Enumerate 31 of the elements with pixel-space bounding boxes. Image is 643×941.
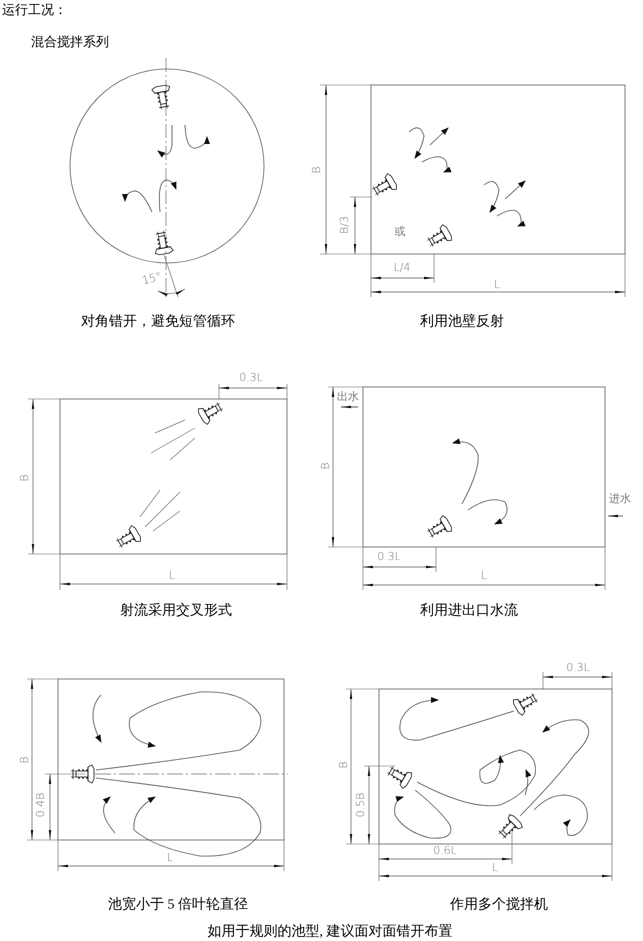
dimension-label: 0.6L — [433, 844, 457, 858]
dimension-label: 0.3L — [566, 662, 590, 674]
note-text: 或 — [394, 226, 406, 238]
inlet-label: 进水 — [609, 492, 631, 506]
dimension-label: L — [168, 570, 176, 582]
dimension-label: L — [166, 852, 174, 864]
caption: 如用于规则的池型, 建议面对面错开布置 — [208, 924, 452, 940]
caption: 对角错开，避免短管循环 — [81, 314, 235, 330]
caption: 作用多个搅拌机 — [450, 897, 548, 913]
dimension-label: L — [492, 862, 498, 874]
dimension-label: 0.4B — [34, 792, 48, 818]
dimension-label: B — [310, 166, 324, 174]
dimension-label: B — [18, 756, 32, 764]
dimension-label: 0.3L — [239, 372, 263, 384]
dimension-label: 0.5B — [354, 792, 368, 818]
caption: 利用进出口水流 — [420, 603, 518, 619]
angle-label: 15° — [141, 270, 163, 288]
subheading: 混合搅拌系列 — [31, 34, 109, 50]
dimension-label: B — [338, 761, 350, 769]
dimension-label: B — [18, 474, 32, 482]
dimension-label: 0.3L — [377, 550, 401, 564]
caption: 射流采用交叉形式 — [120, 603, 232, 619]
outlet-label: 出水 — [337, 390, 359, 404]
heading: 运行工况： — [2, 1, 67, 19]
dimension-label: L — [480, 570, 488, 582]
dimension-label: B/3 — [338, 216, 352, 234]
caption: 利用池壁反射 — [420, 314, 504, 330]
dimension-label: B — [320, 462, 332, 470]
caption: 池宽小于 5 倍叶轮直径 — [108, 897, 248, 913]
dimension-label: L — [494, 278, 500, 292]
dimension-label: L/4 — [394, 262, 410, 274]
